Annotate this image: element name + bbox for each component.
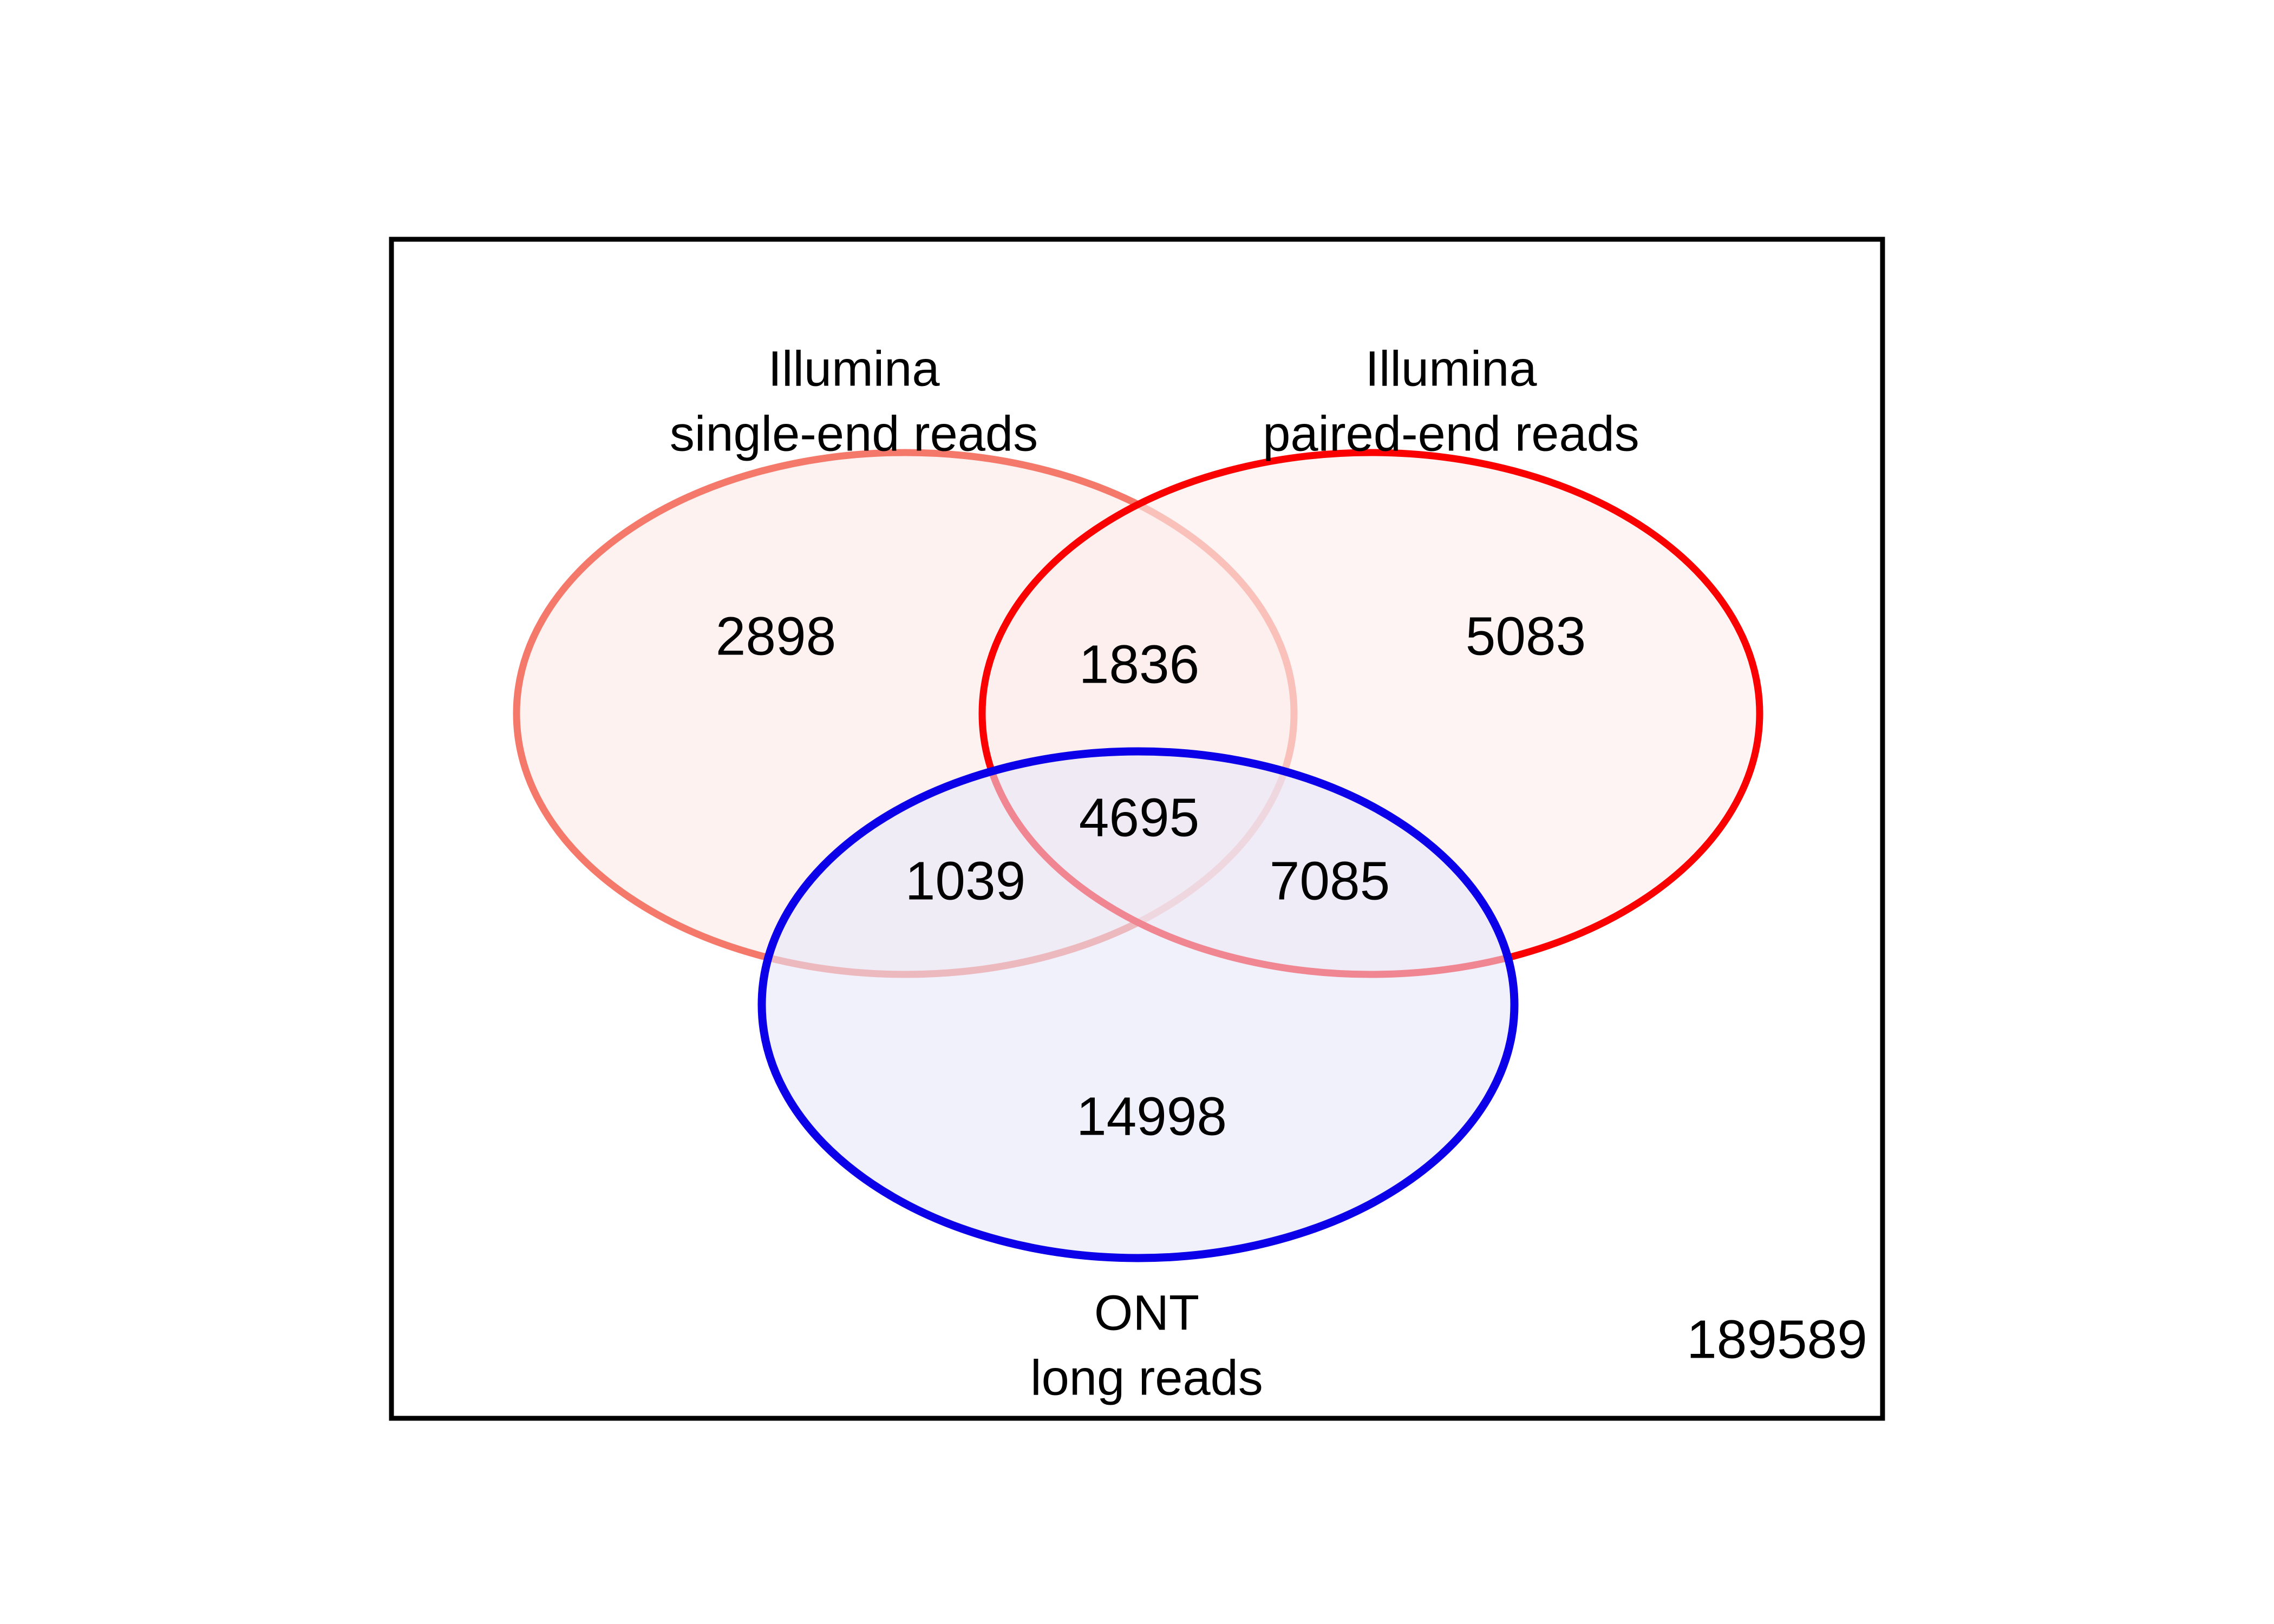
region-count-paired-and-ont: 7085: [1270, 850, 1390, 911]
set-label-ont-long-reads-line2: long reads: [1030, 1350, 1263, 1405]
region-count-single-and-paired: 1836: [1079, 634, 1199, 695]
set-label-illumina-paired-end-line1: Illumina: [1365, 341, 1537, 396]
region-count-single-and-ont: 1039: [905, 850, 1025, 911]
set-label-illumina-single-end-line2: single-end reads: [670, 406, 1038, 461]
region-count-outside: 189589: [1687, 1309, 1867, 1370]
region-count-ont-only: 14998: [1076, 1086, 1227, 1147]
region-count-paired-only: 5083: [1466, 606, 1586, 666]
set-label-illumina-single-end-line1: Illumina: [768, 341, 940, 396]
set-ellipse-ont-long-reads: [757, 747, 1519, 1262]
region-count-single-only: 2898: [716, 606, 836, 666]
set-label-ont-long-reads-line1: ONT: [1094, 1285, 1199, 1340]
region-count-all-three: 4695: [1079, 787, 1199, 848]
set-label-illumina-paired-end-line2: paired-end reads: [1263, 406, 1639, 461]
